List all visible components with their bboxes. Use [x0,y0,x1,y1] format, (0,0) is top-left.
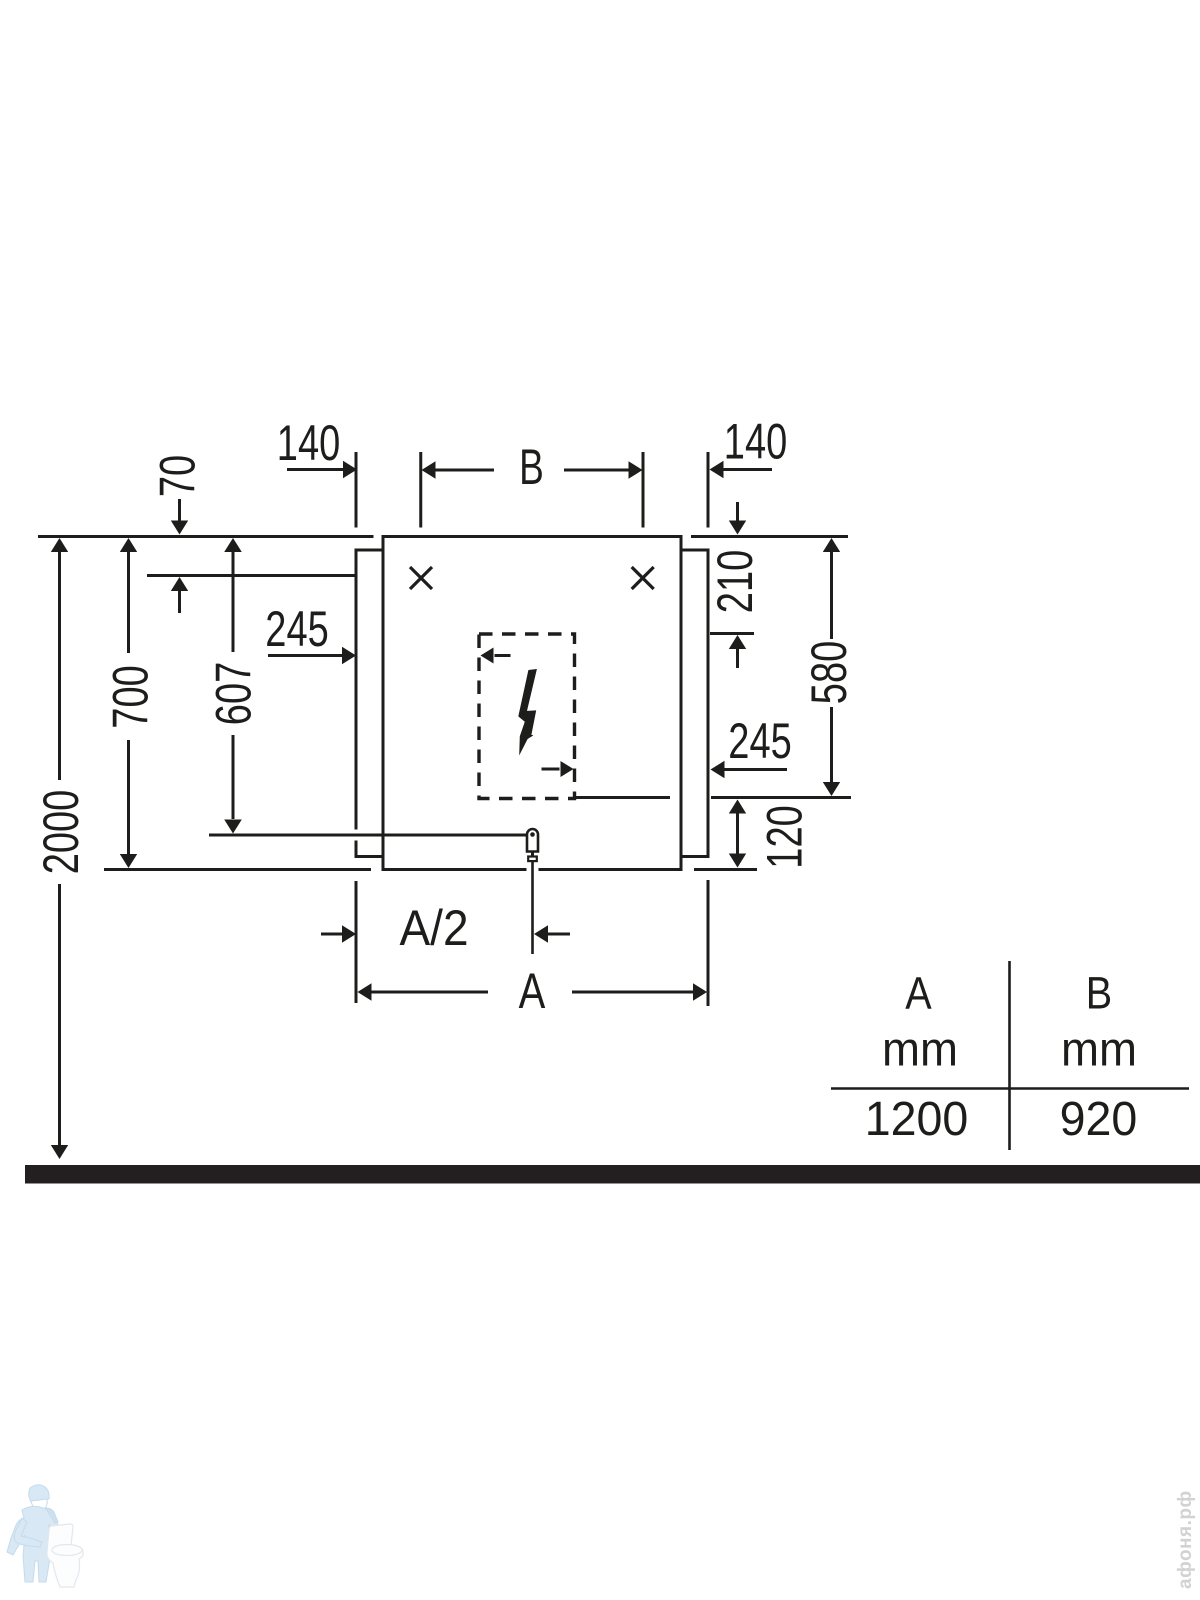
svg-text:607: 607 [207,662,262,725]
svg-text:mm: mm [1061,1023,1137,1076]
svg-text:1200: 1200 [865,1092,969,1146]
svg-text:70: 70 [150,455,205,497]
svg-text:A: A [905,968,932,1018]
svg-text:A/2: A/2 [399,901,468,956]
svg-text:580: 580 [802,641,857,704]
svg-text:920: 920 [1060,1092,1138,1146]
svg-text:B: B [519,440,544,496]
svg-text:120: 120 [757,805,812,868]
svg-text:245: 245 [728,714,791,769]
svg-text:140: 140 [724,415,787,470]
svg-text:афоня.рф: афоня.рф [1175,1490,1196,1589]
svg-text:mm: mm [882,1023,958,1076]
svg-text:2000: 2000 [34,790,89,875]
svg-text:A: A [519,963,546,1019]
svg-text:210: 210 [708,550,763,613]
svg-text:140: 140 [277,416,340,471]
svg-text:B: B [1086,968,1112,1018]
svg-text:700: 700 [104,665,159,728]
svg-text:245: 245 [265,602,328,657]
